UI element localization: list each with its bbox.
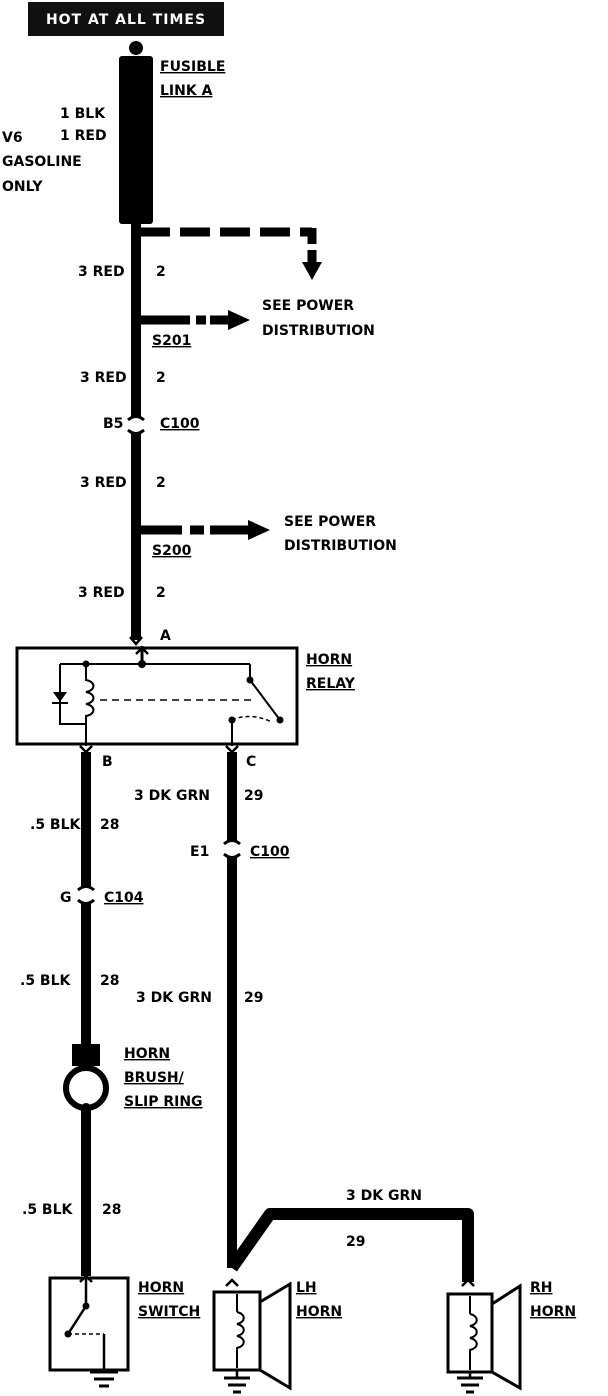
horn-relay: A HORN RELAY — [15, 628, 356, 746]
wire-top-a: 1 BLK — [60, 106, 106, 122]
main-feed-wire — [127, 222, 145, 646]
engine-note-1: V6 — [2, 130, 23, 146]
wire-mid-1-color: 3 DK GRN — [134, 788, 210, 804]
relay-label-2: RELAY — [306, 676, 356, 692]
fusible-link-label-1: FUSIBLE — [160, 59, 225, 75]
fusible-link-label-2: LINK A — [160, 83, 213, 99]
lh-horn-label-1: LH — [296, 1280, 317, 1296]
wire-3red-2-color: 3 RED — [80, 370, 127, 386]
relay-pin-c: C — [246, 754, 256, 770]
wire-mid-2-color: 3 DK GRN — [136, 990, 212, 1006]
wire-left-2-circuit: 28 — [100, 973, 119, 989]
lh-horn: LH HORN — [212, 1278, 342, 1394]
engine-note-3: ONLY — [2, 179, 43, 195]
wire-left-2-color: .5 BLK — [20, 973, 72, 989]
wire-3red-1-color: 3 RED — [78, 264, 125, 280]
splice-s201: S201 — [152, 333, 191, 349]
horn-switch-label-2: SWITCH — [138, 1304, 200, 1320]
wire-3red-4-circuit: 2 — [156, 585, 166, 601]
rh-horn-label-1: RH — [530, 1280, 553, 1296]
middle-circuit: C 3 DK GRN 29 E1 C100 3 DK GRN 29 — [134, 745, 290, 1268]
wire-left-3-color: .5 BLK — [22, 1202, 74, 1218]
relay-pin-a: A — [160, 628, 171, 644]
s200-branch: S200 SEE POWER DISTRIBUTION — [132, 514, 397, 559]
see-power-2-line1: SEE POWER — [284, 514, 376, 530]
rh-horn-label-2: HORN — [530, 1304, 576, 1320]
wire-left-1-circuit: 28 — [100, 817, 119, 833]
see-power-1-line2: DISTRIBUTION — [262, 323, 375, 339]
horn-switch-label-1: HORN — [138, 1280, 184, 1296]
wire-3red-1-circuit: 2 — [156, 264, 166, 280]
wire-rh-circuit: 29 — [346, 1234, 365, 1250]
s201-branch: S201 SEE POWER DISTRIBUTION — [132, 298, 375, 349]
c100-bottom-name: C100 — [250, 844, 290, 860]
see-power-1-line1: SEE POWER — [262, 298, 354, 314]
hot-at-all-times-banner: HOT AT ALL TIMES — [28, 2, 224, 36]
wire-3red-2-circuit: 2 — [156, 370, 166, 386]
relay-pin-b: B — [102, 754, 113, 770]
rh-horn-wire: 3 DK GRN 29 — [227, 1188, 474, 1282]
horn-switch: HORN SWITCH — [48, 1274, 200, 1372]
see-power-2-line2: DISTRIBUTION — [284, 538, 397, 554]
horn-brush-label-3: SLIP RING — [124, 1094, 203, 1110]
c104-pin: G — [60, 890, 72, 906]
header-text: HOT AT ALL TIMES — [46, 12, 206, 28]
wire-mid-2-circuit: 29 — [244, 990, 263, 1006]
c104-name: C104 — [104, 890, 144, 906]
wire-3red-3-circuit: 2 — [156, 475, 166, 491]
rh-horn: RH HORN — [446, 1278, 576, 1394]
horn-brush-label-1: HORN — [124, 1046, 170, 1062]
c100-top-pin: B5 — [103, 416, 123, 432]
relay-label-1: HORN — [306, 652, 352, 668]
wire-top-b: 1 RED — [60, 128, 107, 144]
horn-brush-slip-ring: HORN BRUSH/ SLIP RING — [63, 1044, 203, 1113]
engine-note-2: GASOLINE — [2, 154, 82, 170]
c100-top-name: C100 — [160, 416, 200, 432]
wire-3red-4-color: 3 RED — [78, 585, 125, 601]
wire-rh-color: 3 DK GRN — [346, 1188, 422, 1204]
wire-mid-1-circuit: 29 — [244, 788, 263, 804]
horn-brush-label-2: BRUSH/ — [124, 1070, 185, 1086]
splice-s200: S200 — [152, 543, 192, 559]
c100-bottom-pin: E1 — [190, 844, 209, 860]
wire-left-3-circuit: 28 — [102, 1202, 121, 1218]
fusible-link: FUSIBLE LINK A — [119, 41, 225, 224]
wire-left-1-color: .5 BLK — [30, 817, 82, 833]
dashed-branch — [140, 227, 322, 280]
wire-3red-3-color: 3 RED — [80, 475, 127, 491]
ground-icon — [90, 1370, 118, 1388]
left-circuit: B .5 BLK 28 G C104 .5 BLK 28 — [20, 745, 144, 1046]
lh-horn-label-2: HORN — [296, 1304, 342, 1320]
